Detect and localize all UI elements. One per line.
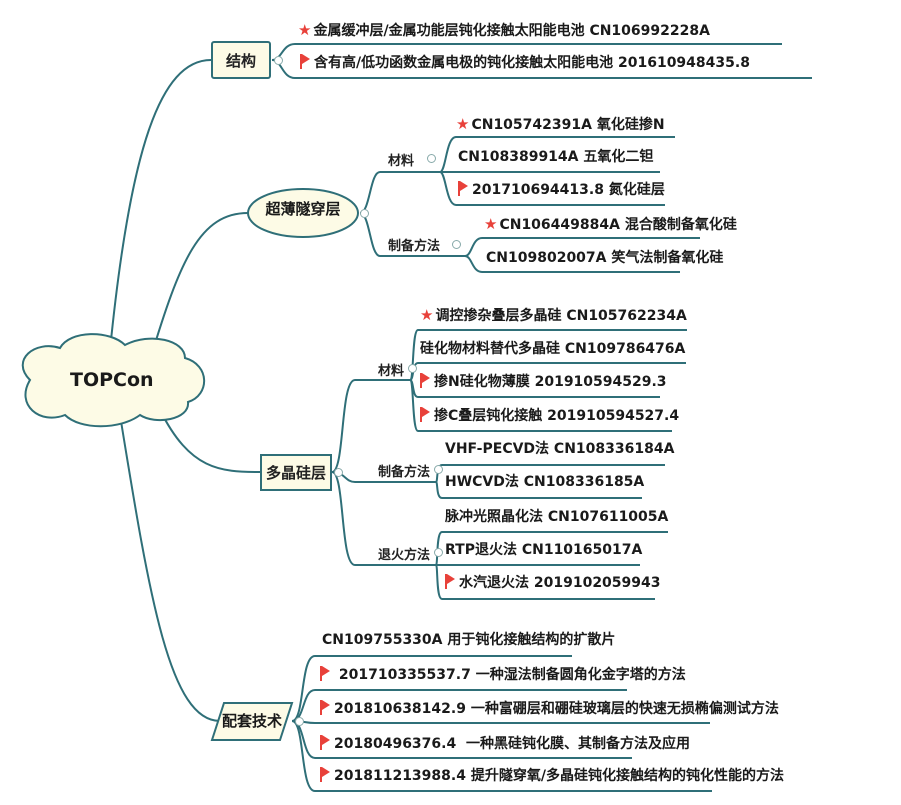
collapse-toggle[interactable] (295, 717, 304, 726)
collapse-toggle[interactable] (434, 548, 443, 557)
star-icon: ★ (484, 215, 498, 233)
list-item[interactable]: RTP退火法 CN110165017A (445, 542, 643, 558)
list-item[interactable]: ★调控掺杂叠层多晶硅 CN105762234A (420, 306, 687, 324)
group-label-material[interactable]: 材料 (388, 154, 415, 169)
collapse-toggle[interactable] (274, 56, 283, 65)
collapse-toggle[interactable] (427, 154, 436, 163)
list-item[interactable]: 脉冲光照晶化法 CN107611005A (445, 509, 669, 525)
collapse-toggle[interactable] (408, 364, 417, 373)
list-item[interactable]: 掺N硅化物薄膜 201910594529.3 (420, 373, 667, 391)
flag-icon (300, 54, 310, 69)
list-item[interactable]: 掺C叠层钝化接触 201910594527.4 (420, 407, 679, 425)
flag-icon (445, 574, 455, 589)
group-label-method[interactable]: 制备方法 (388, 239, 441, 254)
group-label-material[interactable]: 材料 (378, 364, 405, 379)
node-support-tech[interactable]: 配套技术 (222, 712, 283, 730)
flag-icon (320, 666, 330, 681)
collapse-toggle[interactable] (334, 468, 343, 477)
star-icon: ★ (456, 115, 470, 133)
collapse-toggle[interactable] (434, 465, 443, 474)
collapse-toggle[interactable] (360, 209, 369, 218)
flag-icon (320, 735, 330, 750)
flag-icon (420, 373, 430, 388)
node-tunnel-layer[interactable]: 超薄隧穿层 (265, 200, 341, 218)
list-item[interactable]: HWCVD法 CN108336185A (445, 474, 645, 490)
list-item[interactable]: CN109755330A 用于钝化接触结构的扩散片 (322, 632, 616, 648)
node-structure[interactable]: 结构 (211, 41, 271, 79)
group-label-method[interactable]: 制备方法 (378, 465, 431, 480)
collapse-toggle[interactable] (452, 240, 461, 249)
flag-icon (420, 407, 430, 422)
list-item[interactable]: 水汽退火法 2019102059943 (445, 574, 661, 592)
list-item[interactable]: 20180496376.4 一种黑硅钝化膜、其制备方法及应用 (320, 735, 690, 753)
list-item[interactable]: 201710694413.8 氮化硅层 (458, 181, 665, 199)
list-item[interactable]: CN109802007A 笑气法制备氧化硅 (486, 250, 724, 266)
list-item[interactable]: 201810638142.9 一种富硼层和硼硅玻璃层的快速无损椭偏测试方法 (320, 700, 779, 718)
flag-icon (320, 767, 330, 782)
list-item[interactable]: 硅化物材料替代多晶硅 CN109786476A (420, 341, 686, 357)
list-item[interactable]: 含有高/低功函数金属电极的钝化接触太阳能电池 201610948435.8 (300, 54, 750, 72)
group-label-anneal[interactable]: 退火方法 (378, 548, 431, 563)
star-icon: ★ (298, 21, 312, 39)
list-item[interactable]: ★CN105742391A 氧化硅掺N (456, 115, 665, 133)
list-item[interactable]: ★CN106449884A 混合酸制备氧化硅 (484, 215, 737, 233)
list-item[interactable]: 201811213988.4 提升隧穿氧/多晶硅钝化接触结构的钝化性能的方法 (320, 767, 784, 785)
root-node-topcon[interactable]: TOPCon (70, 369, 154, 391)
list-item[interactable]: ★金属缓冲层/金属功能层钝化接触太阳能电池 CN106992228A (298, 21, 710, 39)
star-icon: ★ (420, 306, 434, 324)
list-item[interactable]: 201710335537.7 一种湿法制备圆角化金字塔的方法 (320, 666, 686, 684)
flag-icon (320, 700, 330, 715)
list-item[interactable]: VHF-PECVD法 CN108336184A (445, 441, 675, 457)
flag-icon (458, 181, 468, 196)
list-item[interactable]: CN108389914A 五氧化二钽 (458, 149, 654, 165)
node-poly-layer[interactable]: 多晶硅层 (260, 454, 332, 491)
